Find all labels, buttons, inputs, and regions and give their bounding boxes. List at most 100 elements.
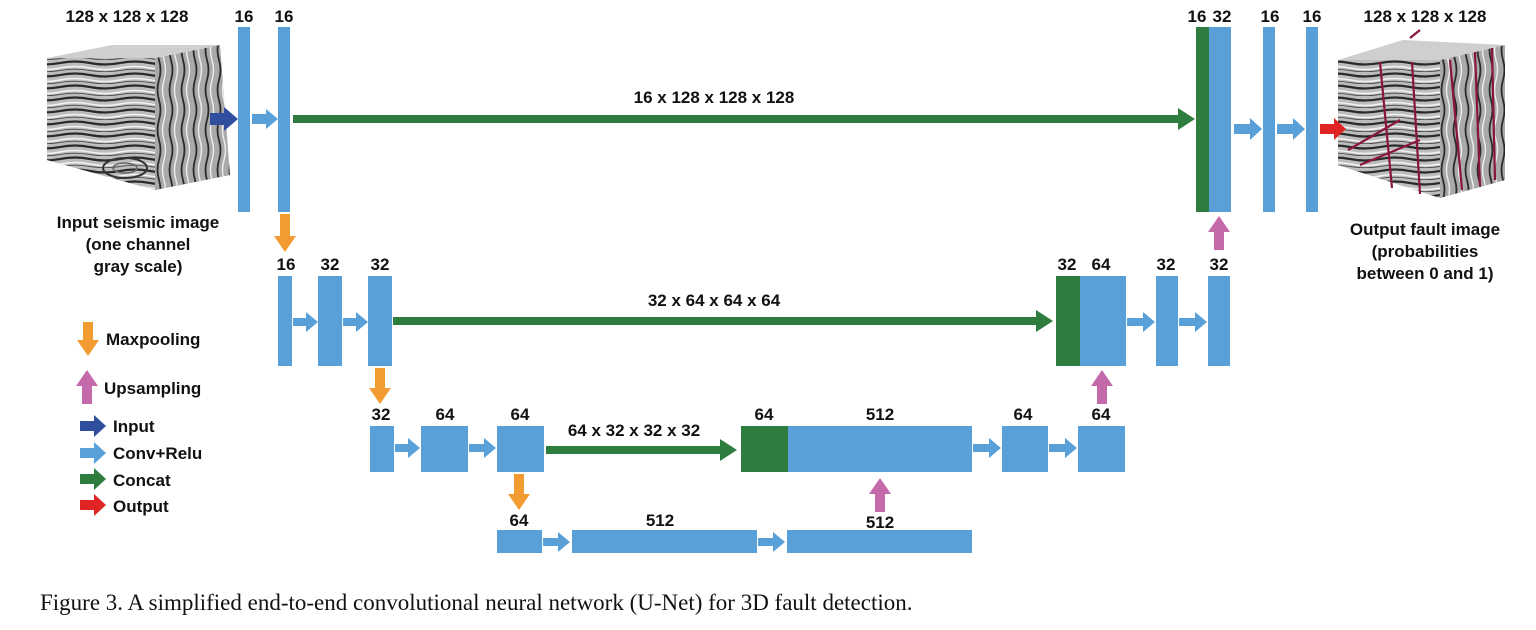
channel-label: 16 [275,7,294,26]
concat-arrow-icon [293,108,1195,130]
output-caption-line: Output fault image [1350,220,1500,239]
skip-dims-label: 16 x 128 x 128 x 128 [634,88,795,107]
input-dims-label: 128 x 128 x 128 [66,7,189,26]
channel-label: 16 [277,255,296,274]
input-seismic-cube [47,45,230,190]
legend-label: Output [113,497,169,516]
output-caption-line: between 0 and 1) [1357,264,1494,283]
legend-label: Maxpooling [106,330,200,349]
conv-block [318,276,342,366]
conv-arrow-icon [1049,438,1077,458]
upsampled-block [788,426,972,472]
channel-label: 512 [866,513,894,532]
conv-block [497,426,544,472]
output-arrow-icon [80,494,106,516]
legend-item-output: Output [80,494,169,516]
upsampled-block [1209,27,1231,212]
channel-label: 16 [1188,7,1207,26]
level-2 [278,276,1230,366]
channel-label: 32 [1157,255,1176,274]
channel-label: 64 [510,511,529,530]
channel-label: 32 [1210,255,1229,274]
channel-label: 64 [436,405,455,424]
concat-block [741,426,788,472]
legend-label: Concat [113,471,171,490]
labels: 128 x 128 x 128 128 x 128 x 128 16 16 16… [57,7,1500,532]
conv-arrow-icon [252,109,278,129]
input-caption-line: Input seismic image [57,213,220,232]
output-fault-cube [1338,29,1505,198]
upsample-arrow-icon [869,478,891,512]
upsample-arrow-icon [1208,216,1230,250]
conv-arrow-icon [343,312,368,332]
conv-arrow-icon [973,438,1001,458]
channel-label: 512 [866,405,894,424]
maxpool-arrow-icon [369,368,391,404]
conv-block [1002,426,1048,472]
conv-block [1306,27,1318,212]
conv-arrow-icon [1127,312,1155,332]
input-caption-line: (one channel [86,235,191,254]
conv-block [368,276,392,366]
legend-label: Upsampling [104,379,201,398]
channel-label: 64 [755,405,774,424]
legend: Maxpooling Upsampling Input Conv+Relu Co… [76,322,202,516]
upsample-arrow-icon [1091,370,1113,404]
level-3 [370,426,1125,472]
channel-label: 16 [1261,7,1280,26]
conv-block [787,530,972,553]
conv-block [238,27,250,212]
legend-item-concat: Concat [80,468,171,490]
input-caption-line: gray scale) [94,257,183,276]
input-arrow-icon [80,415,106,437]
channel-label: 32 [372,405,391,424]
figure-caption: Figure 3. A simplified end-to-end convol… [40,590,913,615]
output-caption-line: (probabilities [1372,242,1479,261]
maxpool-arrow-icon [508,474,530,510]
level-1 [238,27,1318,212]
conv-arrow-icon [395,438,420,458]
concat-arrow-icon [80,468,106,490]
conv-arrow-icon [1234,118,1262,140]
conv-arrow-icon [543,532,570,552]
maxpool-arrow-icon [77,322,99,356]
output-arrow-icon [1320,118,1346,140]
channel-label: 64 [1014,405,1033,424]
channel-label: 512 [646,511,674,530]
channel-label: 64 [1092,255,1111,274]
legend-item-input: Input [80,415,155,437]
level-4-bottleneck [497,530,972,553]
legend-label: Conv+Relu [113,444,202,463]
legend-item-maxpooling: Maxpooling [77,322,200,356]
maxpool-arrow-icon [274,214,296,252]
upsample-arrow-icon [76,370,98,404]
channel-label: 64 [1092,405,1111,424]
channel-label: 32 [321,255,340,274]
arrows [210,107,1346,552]
channel-label: 16 [1303,7,1322,26]
concat-block [1056,276,1080,366]
skip-dims-label: 32 x 64 x 64 x 64 [648,291,781,310]
legend-label: Input [113,417,155,436]
upsampled-block [1080,276,1126,366]
channel-label: 32 [371,255,390,274]
conv-arrow-icon [80,442,106,464]
concat-arrow-icon [546,439,737,461]
conv-arrow-icon [1179,312,1207,332]
channel-label: 32 [1058,255,1077,274]
conv-block [1263,27,1275,212]
channel-label: 64 [511,405,530,424]
conv-block [497,530,542,553]
conv-block [1208,276,1230,366]
concat-block [1196,27,1209,212]
conv-arrow-icon [293,312,318,332]
legend-item-upsampling: Upsampling [76,370,201,404]
conv-arrow-icon [758,532,785,552]
conv-block [421,426,468,472]
input-arrow-icon [210,107,238,131]
concat-arrow-icon [393,310,1053,332]
conv-block [278,276,292,366]
fault-lines [1347,29,1497,195]
conv-block [1156,276,1178,366]
